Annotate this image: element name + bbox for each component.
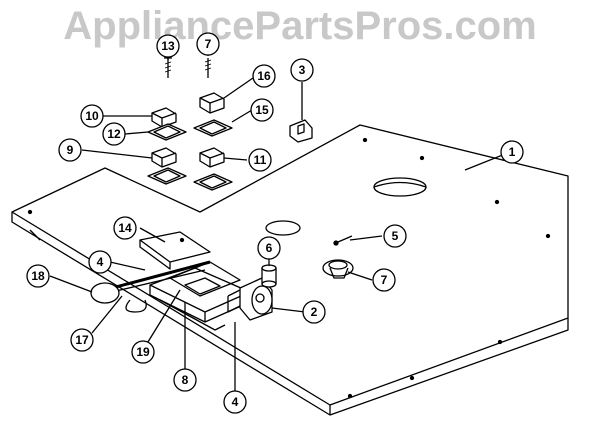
main-panel [11, 124, 569, 406]
switch-3 [289, 119, 313, 143]
callout-label: 11 [254, 153, 267, 167]
callout-c5: 5 [383, 224, 407, 248]
callout-c14: 14 [113, 216, 137, 240]
panel-hole-small [265, 220, 301, 236]
callout-label: 8 [182, 373, 189, 387]
callout-label: 14 [118, 221, 132, 235]
callout-label: 6 [266, 241, 273, 255]
callout-label: 1 [509, 145, 516, 159]
callout-c19: 19 [131, 340, 155, 364]
callout-label: 15 [255, 103, 269, 117]
callout-label: 17 [75, 333, 89, 347]
callout-label: 18 [31, 269, 45, 283]
callout-c4a: 4 [88, 250, 112, 274]
callout-c16: 16 [252, 64, 276, 88]
callout-c7top: 7 [196, 32, 220, 56]
callout-label: 7 [205, 37, 212, 51]
callout-label: 12 [107, 127, 121, 141]
relay-11 [199, 147, 225, 168]
callout-label: 13 [161, 39, 175, 53]
callout-label: 16 [257, 69, 271, 83]
callout-label: 3 [299, 63, 306, 77]
callout-c4b: 4 [223, 390, 247, 414]
bulb-18 [90, 282, 120, 304]
callout-label: 7 [381, 273, 388, 287]
plate-14 [139, 231, 211, 263]
callout-label: 5 [392, 229, 399, 243]
relay-9 [151, 147, 177, 168]
callout-label: 4 [232, 395, 239, 409]
pad-11b [193, 173, 233, 191]
pad-15 [193, 119, 233, 137]
pad-12 [147, 123, 187, 141]
callout-c12: 12 [102, 122, 126, 146]
callout-c17: 17 [70, 328, 94, 352]
callout-label: 10 [85, 109, 99, 123]
callout-c11: 11 [248, 148, 272, 172]
callout-label: 9 [67, 143, 74, 157]
relay-16 [199, 92, 225, 114]
callout-c2: 2 [302, 300, 326, 324]
watermark-text: AppliancePartsPros.com [63, 4, 537, 48]
callout-c7: 7 [372, 268, 396, 292]
callout-label: 2 [311, 305, 318, 319]
callout-c18: 18 [26, 264, 50, 288]
screw-5 [337, 235, 353, 243]
relay-10 [151, 107, 177, 128]
callout-c15: 15 [250, 98, 274, 122]
callout-label: 19 [136, 345, 150, 359]
pad-9b [147, 167, 187, 185]
callout-c1: 1 [500, 140, 524, 164]
callout-c8: 8 [173, 368, 197, 392]
callout-label: 4 [97, 255, 104, 269]
callout-c13: 13 [156, 34, 180, 58]
callout-c6: 6 [257, 236, 281, 260]
callout-c3: 3 [290, 58, 314, 82]
callout-c9: 9 [58, 138, 82, 162]
callout-c10: 10 [80, 104, 104, 128]
